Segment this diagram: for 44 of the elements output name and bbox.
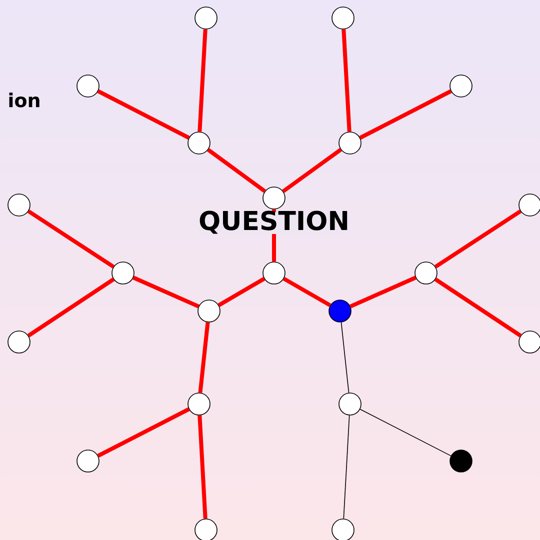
connector-line <box>359 89 452 140</box>
connector-line <box>340 322 350 394</box>
circle-node <box>188 132 210 154</box>
circle-node <box>194 6 218 30</box>
connector-line <box>27 210 115 268</box>
connector-line <box>198 322 210 393</box>
connector-line <box>207 148 266 193</box>
circle-node <box>332 518 354 540</box>
partial-label: ion <box>9 92 40 108</box>
circle-node <box>262 262 286 284</box>
connector-line <box>198 29 208 132</box>
circle-node <box>414 262 438 284</box>
circle-node <box>76 74 100 98</box>
connector-line <box>97 89 190 140</box>
circle-node <box>518 194 540 216</box>
circle-node <box>338 392 362 416</box>
circle-node <box>450 450 472 472</box>
circle-node <box>262 186 286 210</box>
connector-line <box>282 276 332 308</box>
circle-node <box>188 392 210 416</box>
circle-node <box>112 262 134 284</box>
connector-line <box>198 415 208 519</box>
connector-line <box>360 408 452 456</box>
connector-line <box>132 276 200 308</box>
connector-line <box>218 277 266 307</box>
connector-line <box>282 148 342 193</box>
connector-line <box>350 276 416 308</box>
circle-node <box>332 6 354 30</box>
circle-node <box>338 132 362 154</box>
circle-node <box>194 518 218 540</box>
connector-line <box>97 407 190 458</box>
circle-node <box>76 450 100 472</box>
connector-line <box>434 210 522 268</box>
connector-line <box>27 278 115 338</box>
connector-line <box>342 29 352 132</box>
circle-node <box>8 330 30 354</box>
circle-node <box>8 194 30 216</box>
circle-node <box>328 300 352 322</box>
main-label: QUESTION <box>198 210 350 234</box>
connector-line <box>434 278 522 338</box>
circle-node <box>518 330 540 354</box>
circle-node <box>450 74 472 98</box>
connector-line <box>343 414 350 520</box>
circle-node <box>198 300 220 322</box>
